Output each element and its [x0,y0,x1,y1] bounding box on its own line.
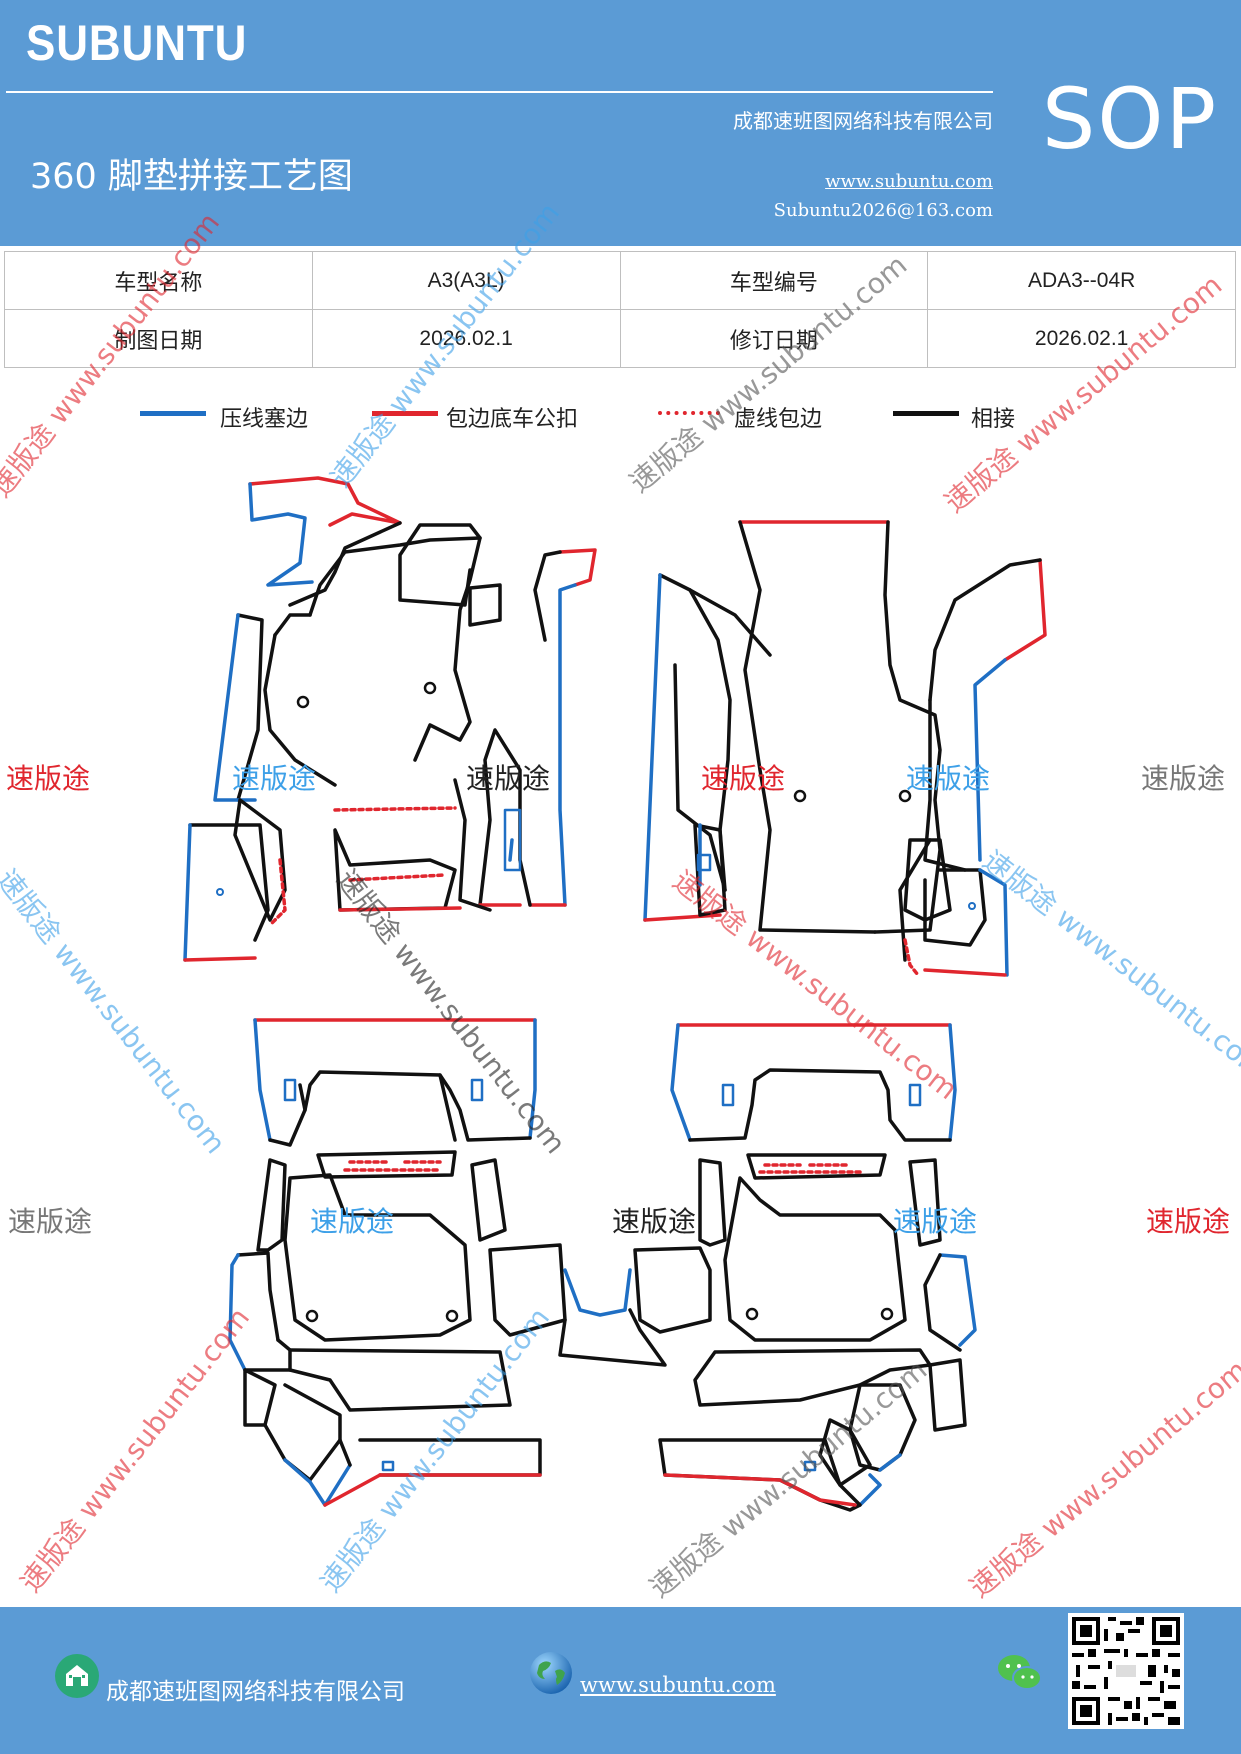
info-table: 车型名称 A3(A3L) 车型编号 ADA3--04R 制图日期 2026.02… [4,251,1236,368]
legend-label: 压线塞边 [220,407,309,432]
watermark-label: 速版途 [893,1205,978,1238]
page-title: 360 脚垫拼接工艺图 [30,157,353,197]
legend-label: 虚线包边 [734,407,823,432]
email-address: Subuntu2026@163.com [773,200,993,221]
watermark-label: 速版途 [1146,1205,1231,1238]
watermark-label: 速版途 [232,762,317,795]
legend-swatch [372,411,438,416]
legend-swatch [658,411,720,415]
header-divider [6,91,993,93]
legend-item-red: 包边底车公扣 [372,392,612,436]
watermark-label: 速版途 [466,762,551,795]
footer-company: 成都速班图网络科技有限公司 [106,1679,405,1705]
watermark-label: 速版途 [8,1205,93,1238]
legend-item-blue: 压线塞边 [140,392,340,436]
watermark-label: 速版途 [6,762,91,795]
sop-badge: SOP [1042,70,1219,168]
mat-set-rear-left [228,1018,667,1507]
watermark-label: 速版途 [612,1205,697,1238]
website-link[interactable]: www.subuntu.com [825,171,993,192]
footer-website[interactable]: www.subuntu.com [580,1673,776,1697]
revise-date-value: 2026.02.1 [927,309,1236,368]
wechat-icon[interactable] [996,1651,1044,1695]
model-name-value: A3(A3L) [311,251,621,310]
table-row: 车型名称 A3(A3L) 车型编号 ADA3--04R [4,251,1236,310]
floor-mat-diagram [183,476,1047,1512]
watermark-label: 速版途 [310,1205,395,1238]
watermark-label: 速版途 [1141,762,1226,795]
watermark-label: 速版途 [906,762,991,795]
revise-date-label: 修订日期 [619,309,929,368]
mat-set-front-left [183,476,597,962]
model-name-label: 车型名称 [4,251,313,310]
legend-swatch [140,411,206,416]
mat-set-rear-right [633,1023,977,1512]
home-icon [55,1654,99,1698]
draw-date-label: 制图日期 [4,309,313,368]
footer-banner: 成都速班图网络科技有限公司 www.subuntu.com [0,1607,1241,1754]
company-name: 成都速班图网络科技有限公司 [733,109,993,133]
watermark-label: 速版途 [701,762,786,795]
legend-swatch [893,411,959,416]
legend-item-black: 相接 [893,392,1053,436]
qr-code-icon[interactable] [1068,1613,1184,1729]
legend-item-dotted: 虚线包边 [658,392,858,436]
mat-set-front-right [643,520,1047,977]
draw-date-value: 2026.02.1 [311,309,621,368]
table-row: 制图日期 2026.02.1 修订日期 2026.02.1 [4,309,1236,368]
model-code-value: ADA3--04R [927,251,1236,310]
globe-icon [530,1652,572,1694]
brand-logo: SUBUNTU [26,15,248,71]
legend-label: 包边底车公扣 [446,407,579,432]
legend-label: 相接 [971,407,1016,432]
header-banner: SUBUNTU 成都速班图网络科技有限公司 360 脚垫拼接工艺图 www.su… [0,0,1241,246]
